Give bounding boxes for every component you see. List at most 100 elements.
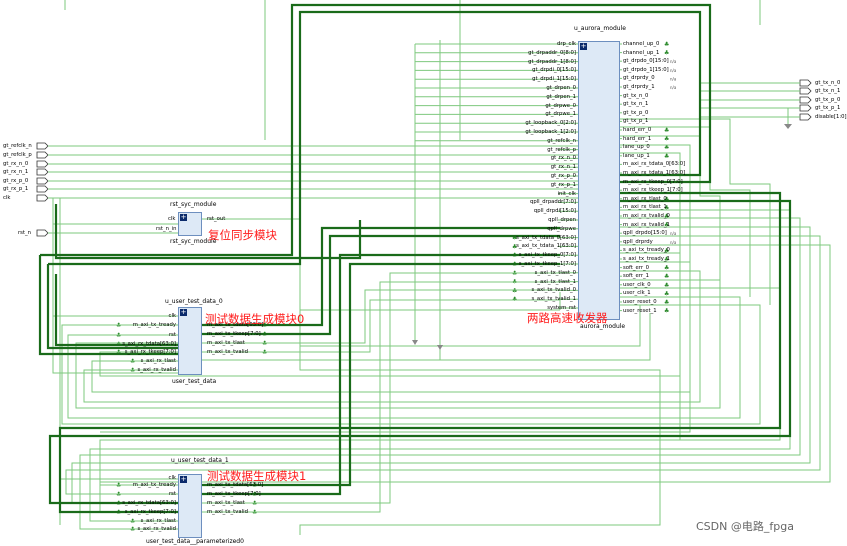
input-port-gt_rx_p_0[interactable] (36, 177, 49, 185)
no-connect-mark: n/a (670, 231, 677, 236)
net-wire (65, 235, 821, 495)
annotation-gen0: 测试数据生成模块0 (205, 312, 305, 326)
aurora-input-gt_drpwe_0: gt_drpwe_0 (545, 102, 576, 109)
input-port-gt_rx_n_0[interactable] (36, 160, 49, 168)
gen1-output-m_axi_tx_tlast: m_axi_tx_tlast (207, 500, 245, 506)
aurora-output-m_axi_rx_tkeep_1[7:0]: m_axi_rx_tkeep_1[7:0] (623, 187, 683, 194)
aurora-output-gt_tx_n_0: gt_tx_n_0 (623, 92, 649, 99)
gen1-input-s_axi_rx_tvalid: s_axi_rx_tvalid (137, 526, 177, 532)
bus-wire (54, 274, 178, 347)
annotation-aurora: 两路高速收发器 (527, 311, 608, 325)
const-icon: ♣ (664, 136, 669, 143)
annotation-rst-block: 复位同步模块 (208, 228, 277, 242)
expand-icon[interactable]: + (180, 308, 187, 316)
input-port-rst_n[interactable] (36, 229, 49, 237)
bus-wire (58, 191, 782, 514)
output-port-gt_tx_n_0[interactable] (799, 79, 812, 87)
aurora-output-qpll_drpdo[15:0]: qpll_drpdo[15:0] (623, 230, 667, 237)
gen1-instance-title: u_user_test_data_1 (171, 457, 229, 464)
net-wire (620, 152, 681, 440)
aurora-output-lane_up_0: lane_up_0 (623, 144, 650, 151)
const-icon: ♣ (664, 290, 669, 297)
input-port-gt_refclk_p[interactable] (36, 151, 49, 159)
aurora-output-soft_err_0: soft_err_0 (623, 264, 650, 271)
rst-port-clk: clk (168, 216, 176, 222)
bus-wire (202, 253, 560, 496)
no-connect-mark: n/a (670, 68, 677, 73)
net-wire (61, 304, 761, 425)
input-port-gt_rx_n_1[interactable] (36, 168, 49, 176)
net-wire (75, 279, 721, 409)
expand-icon[interactable]: + (580, 42, 587, 50)
top-input-label: gt_rx_p_1 (3, 186, 29, 192)
aurora-output-user_clk_0: user_clk_0 (623, 281, 651, 288)
bus-wire (202, 262, 560, 487)
aurora-output-s_axi_tx_tready_0: s_axi_tx_tready_0 (623, 247, 670, 254)
gen1-block[interactable] (178, 474, 202, 538)
aurora-input-gt_drpwe_1: gt_drpwe_1 (545, 111, 576, 118)
output-port-gt_tx_n_1[interactable] (799, 87, 812, 95)
aurora-input-gt_rx_n_1: gt_rx_n_1 (550, 164, 576, 171)
bus-wire (54, 204, 362, 260)
no-connect-mark: n/a (670, 76, 677, 81)
aurora-output-qpll_drprdy: qpll_drprdy (623, 238, 653, 245)
bus-wire (40, 172, 294, 257)
output-port-gt_tx_p_1[interactable] (799, 104, 812, 112)
aurora-output-channel_up_1: channel_up_1 (623, 49, 660, 56)
ground-symbol (784, 124, 792, 129)
aurora-input-gt_drpaddr_1[8:0]: gt_drpaddr_1[8:0] (528, 58, 576, 65)
gen1-input-clk: clk (168, 475, 176, 481)
output-port-disable[1:0][interactable] (799, 113, 812, 121)
aurora-output-hard_err_1: hard_err_1 (623, 135, 652, 142)
gen0-instance-title: u_user_test_data_0 (165, 298, 223, 305)
rst-port-rst_n_in: rst_n_in (156, 226, 177, 232)
aurora-module-block[interactable] (578, 41, 620, 320)
const-icon: ♣ (664, 127, 669, 134)
aurora-output-m_axi_rx_tdata_1[63:0]: m_axi_rx_tdata_1[63:0] (623, 170, 686, 176)
top-input-label: gt_refclk_p (3, 152, 32, 158)
const-icon: ♣ (664, 256, 669, 263)
top-input-label: clk (3, 195, 11, 201)
const-icon: ♣ (664, 50, 669, 57)
aurora-output-gt_drprdy_1: gt_drprdy_1 (623, 84, 655, 90)
const-icon: ♣ (664, 282, 669, 289)
aurora-input-gt_rx_p_0: gt_rx_p_0 (550, 173, 576, 179)
const-icon: ♣ (512, 287, 517, 294)
aurora-output-gt_tx_n_1: gt_tx_n_1 (623, 101, 649, 108)
input-port-clk[interactable] (36, 194, 49, 202)
output-port-gt_tx_p_0[interactable] (799, 96, 812, 104)
bus-wire (298, 10, 702, 182)
aurora-output-gt_drpdo_1[15:0]: gt_drpdo_1[15:0] (623, 66, 669, 73)
net-wire (620, 118, 771, 305)
aurora-input-s_axi_tx_tlast_0: s_axi_tx_tlast_0 (534, 269, 576, 276)
gen0-output-m_axi_tx_tkeep[7:0]: m_axi_tx_tkeep[7:0] (207, 331, 261, 337)
aurora-output-m_axi_rx_tkeep_0[7:0]: m_axi_rx_tkeep_0[7:0] (623, 178, 683, 185)
gen0-block[interactable] (178, 307, 202, 375)
top-input-label: rst_n (18, 230, 32, 236)
net-wire (620, 126, 751, 297)
expand-icon[interactable]: + (180, 213, 187, 221)
input-port-gt_rx_p_1[interactable] (36, 185, 49, 193)
gen0-output-m_axi_tx_tlast: m_axi_tx_tlast (207, 340, 245, 346)
aurora-input-qpll_drpen: qpll_drpen (548, 217, 576, 223)
const-icon: ♣ (664, 153, 669, 160)
aurora-input-qpll_drpdi[15:0]: qpll_drpdi[15:0] (533, 208, 576, 215)
net-wire (91, 261, 691, 393)
gen0-input-s_axi_rx_tdata[63:0]: s_axi_rx_tdata[63:0] (122, 341, 176, 347)
aurora-input-s_axi_tx_tvalid_0: s_axi_tx_tvalid_0 (531, 287, 576, 294)
gen1-input-rst: rst (168, 491, 176, 497)
net-wire (100, 144, 691, 433)
expand-icon[interactable]: + (180, 475, 187, 483)
input-port-gt_refclk_n[interactable] (36, 142, 49, 150)
gen0-type-title: user_test_data (172, 378, 217, 385)
bus-wire (202, 226, 560, 327)
aurora-output-channel_up_0: channel_up_0 (623, 41, 660, 47)
net-wire (83, 270, 701, 403)
annotation-gen1: 测试数据生成模块1 (207, 469, 307, 483)
gen1-output-m_axi_tx_tdata[63:0]: m_axi_tx_tdata[63:0] (207, 482, 264, 488)
net-wire (202, 281, 560, 513)
aurora-input-drp_clk: drp_clk (556, 41, 576, 47)
aurora-input-gt_drpen_0: gt_drpen_0 (546, 85, 576, 91)
aurora-input-gt_rx_p_1: gt_rx_p_1 (550, 181, 576, 188)
aurora-input-s_axi_tx_tkeep_1[7:0]: s_axi_tx_tkeep_1[7:0] (518, 261, 576, 267)
